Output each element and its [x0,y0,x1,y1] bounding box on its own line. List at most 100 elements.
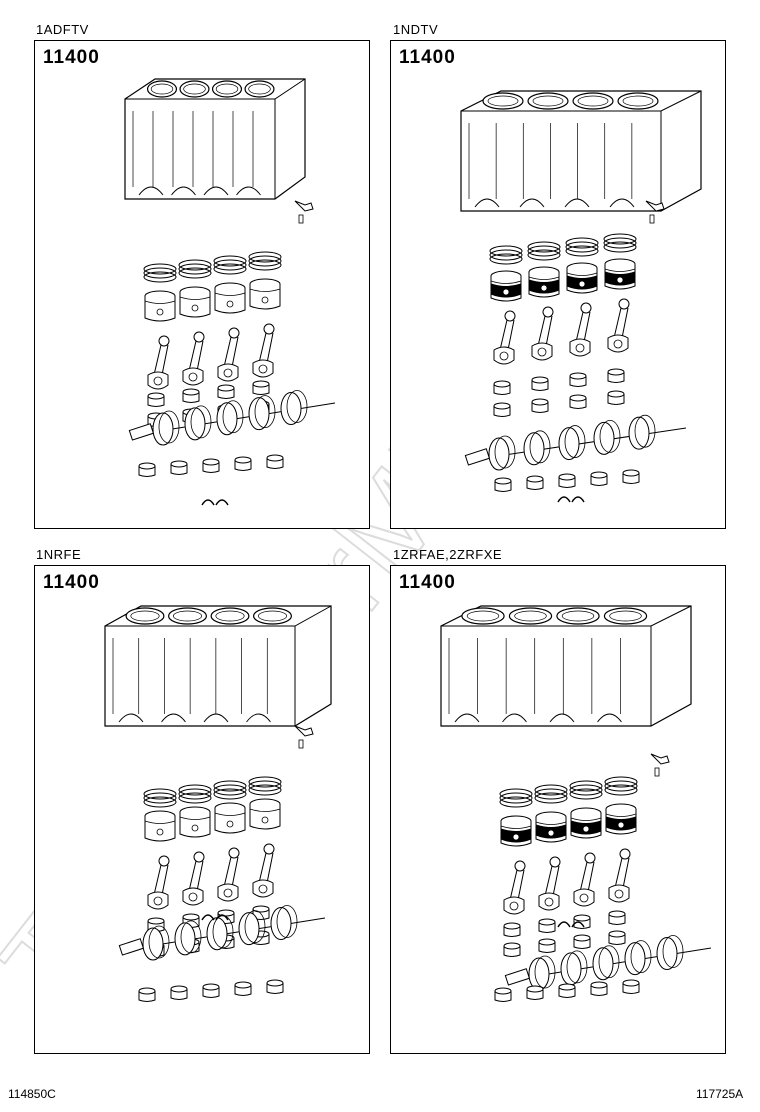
rod-bore [614,889,624,899]
bearing-top [573,934,591,942]
rod-big-end [493,346,515,365]
rod-big-end [147,891,169,910]
rod-small-end [514,860,526,872]
part-number-label[interactable]: 11400 [399,47,456,68]
piston-skirt [214,808,246,834]
piston-ring [604,784,638,796]
cylinder-bore-inner [215,83,239,95]
piston-ring [178,259,212,271]
rod-small-end [158,855,170,867]
bearing-top [531,398,549,406]
piston-ring [569,784,603,796]
crank-web-back [564,425,586,458]
crank-bay [161,713,186,723]
cylinder-bore-inner [466,610,500,622]
bearing-top [234,981,252,989]
bearing-top [526,985,544,993]
piston-pin-hole [191,824,199,832]
rod-bore [575,343,585,353]
piston-groove [144,300,176,304]
part-number-label[interactable]: 11400 [43,47,100,68]
cylinder-bore [508,607,553,625]
crank-web-back [286,390,308,423]
piston-ring [489,253,523,265]
diagram-panel-4[interactable]: 11400 [390,565,726,1054]
bolt [298,214,304,224]
piston-pin-hole [578,280,586,288]
rod-bore [613,339,623,349]
cylinder-bore-inner [622,95,654,107]
rod-small-end [549,856,561,868]
bearing-top [573,914,591,922]
piston-groove [535,821,567,825]
oil-jet [294,200,314,212]
piston-ring [534,788,568,800]
rod-beam [537,315,553,347]
piston-ring [603,237,637,249]
piston-ring [569,780,603,792]
crank-web-back [599,419,621,453]
piston-ring [178,263,212,275]
thrust-washer [215,914,229,921]
crank-bay [564,198,590,208]
exploded-view [104,605,332,1002]
rod-bore [153,376,163,386]
rod-bore [258,364,268,374]
piston-ring [534,784,568,796]
bearing-top [170,985,188,993]
rod-beam [575,311,591,343]
rod-beam [579,861,595,893]
cylinder-bore-inner [248,83,271,95]
rod-big-end [503,896,525,915]
rod-beam [223,336,239,368]
diagram-panel-2[interactable]: 11400 [390,40,726,529]
crank-bay [118,713,144,723]
cylinder-bore [146,80,178,98]
bearing-top [182,388,200,396]
crank-bay [549,713,575,723]
rod-big-end [531,342,553,361]
bearing-top [526,475,544,483]
exploded-view [124,78,336,506]
piston-ring [489,249,523,261]
piston-ring [143,788,177,800]
block-edge [441,605,692,726]
piston-skirt [179,812,211,838]
piston-pin-hole [226,300,234,308]
bearing-top [622,469,640,477]
rod-beam [188,860,204,892]
crank-web-back [276,905,298,938]
rod-big-end [182,887,204,906]
piston-groove [249,808,281,812]
crank-web-back [630,940,652,974]
rod-bore [258,884,268,894]
rod-big-end [182,367,204,386]
engine-label-1ndtv: 1NDTV [393,22,439,37]
oil-jet [645,200,665,212]
bearing-top [569,372,587,380]
part-number-label[interactable]: 11400 [399,572,456,593]
block-edge [125,78,306,199]
rod-small-end [619,848,631,860]
crank-bay [474,198,500,208]
bearing-top [202,458,220,466]
diagram-panel-3[interactable]: 11400 [34,565,370,1054]
piston-ring [534,792,568,804]
rod-small-end [263,843,275,855]
cylinder-bore [482,92,524,110]
cylinder-bore-inner [577,95,609,107]
piston-pin-hole [261,816,269,824]
crank-web [270,907,292,941]
piston-ring [213,259,247,271]
crank-web [174,922,196,956]
diagram-panel-1[interactable]: 11400 [34,40,370,529]
rod-big-end [569,338,591,357]
thrust-washer [201,499,215,506]
crank-web-back [529,430,551,464]
cylinder-bore [210,607,250,625]
part-number-label[interactable]: 11400 [43,572,100,593]
crank-snout [118,938,144,956]
piston-ring [143,271,177,283]
bearing-top [170,460,188,468]
bearing-top [538,918,556,926]
